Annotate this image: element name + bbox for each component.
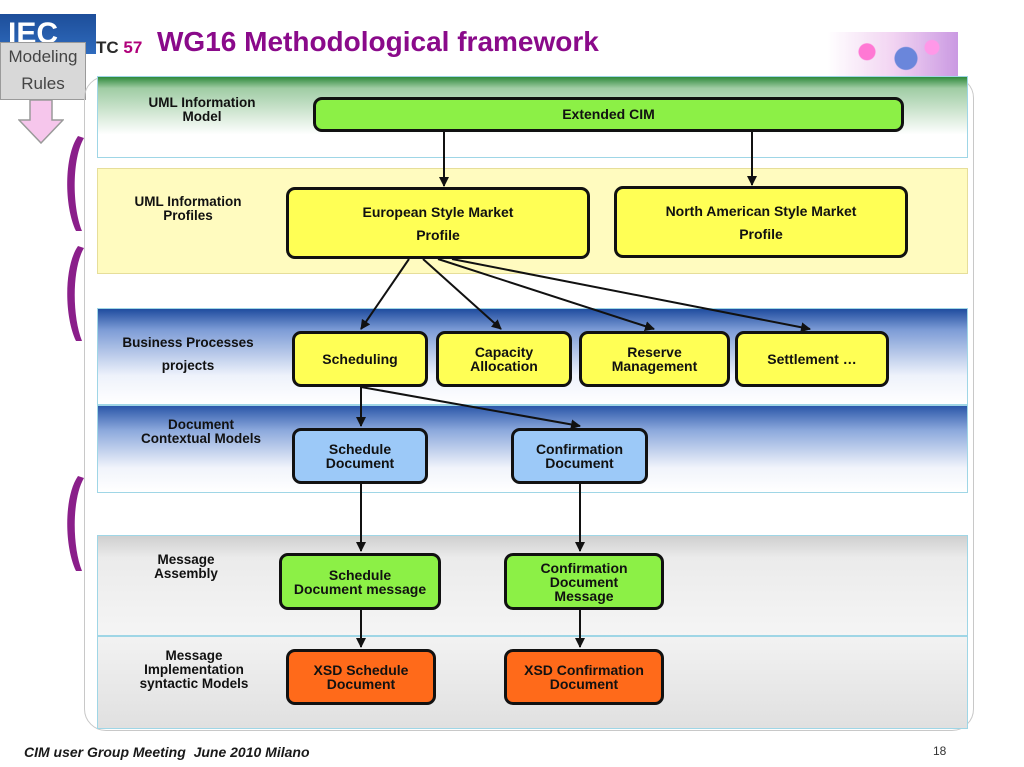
page-number: 18	[933, 744, 947, 758]
label-uml-information-model: UML Information Model	[148, 95, 256, 124]
box-schedule-document-text: Schedule Document	[325, 441, 395, 471]
down-arrow-icon	[18, 100, 64, 144]
box-xsd-schedule-document-text: XSD Schedule Document	[313, 662, 409, 692]
box-extended-cim: Extended CIM	[313, 97, 904, 132]
modeling-rules-line1: Modeling	[8, 47, 78, 66]
european-profile-line1: European Style Market	[362, 203, 514, 220]
box-settlement-text: Settlement …	[767, 351, 857, 367]
box-confirmation-document-message: Confirmation Document Message	[504, 553, 664, 610]
box-schedule-document: Schedule Document	[292, 428, 428, 484]
footer-meeting-text: CIM user Group Meeting June 2010 Milano	[24, 744, 310, 760]
box-capacity-allocation: Capacity Allocation	[436, 331, 572, 387]
tc-label: TC 57	[96, 38, 142, 58]
box-confirmation-document-text: Confirmation Document	[535, 441, 624, 471]
box-scheduling: Scheduling	[292, 331, 428, 387]
box-xsd-schedule-document: XSD Schedule Document	[286, 649, 436, 705]
box-reserve-management: Reserve Management	[579, 331, 730, 387]
european-profile-line2: Profile	[416, 226, 460, 243]
box-xsd-confirmation-document: XSD Confirmation Document	[504, 649, 664, 705]
north-american-profile-line2: Profile	[739, 225, 783, 242]
box-settlement: Settlement …	[735, 331, 889, 387]
tc-number: 57	[123, 38, 143, 57]
box-xsd-confirmation-document-text: XSD Confirmation Document	[524, 662, 644, 692]
arrow-european-to-capacity	[422, 258, 502, 330]
box-north-american-style-market-profile: North American Style Market Profile	[614, 186, 908, 258]
label-business-processes-projects: projects	[161, 358, 215, 373]
bracket-decoration-icon	[67, 136, 84, 571]
page-title: WG16 Methodological framework	[157, 26, 599, 57]
decorative-header-image	[828, 32, 958, 76]
box-capacity-allocation-text: Capacity Allocation	[470, 344, 538, 374]
label-document-contextual-models: Document Contextual Models	[140, 417, 261, 446]
label-business-processes: Business Processes	[122, 335, 254, 350]
modeling-rules-line2: Rules	[21, 74, 65, 93]
box-schedule-document-message-text: Schedule Document message	[293, 566, 427, 597]
box-reserve-management-text: Reserve Management	[611, 344, 698, 374]
box-schedule-document-message: Schedule Document message	[279, 553, 441, 610]
box-confirmation-document-message-text: Confirmation Document Message	[540, 559, 628, 604]
arrow-european-to-reserve	[437, 258, 655, 331]
box-scheduling-text: Scheduling	[322, 351, 398, 367]
north-american-profile-line1: North American Style Market	[665, 202, 857, 219]
box-european-style-market-profile: European Style Market Profile	[286, 187, 590, 259]
label-message-implementation: Message Implementation syntactic Models	[139, 648, 249, 691]
box-extended-cim-text: Extended CIM	[562, 106, 655, 122]
modeling-rules-label: Modeling Rules	[0, 42, 86, 100]
arrow-european-to-settlement	[451, 258, 811, 333]
label-message-assembly: Message Assembly	[154, 552, 218, 581]
arrow-european-to-scheduling	[360, 258, 410, 330]
label-uml-information-profiles: UML Information Profiles	[134, 194, 242, 223]
tc-text: TC	[96, 38, 119, 57]
arrow-scheduling-to-confirmation-doc	[360, 386, 581, 430]
box-confirmation-document: Confirmation Document	[511, 428, 648, 484]
